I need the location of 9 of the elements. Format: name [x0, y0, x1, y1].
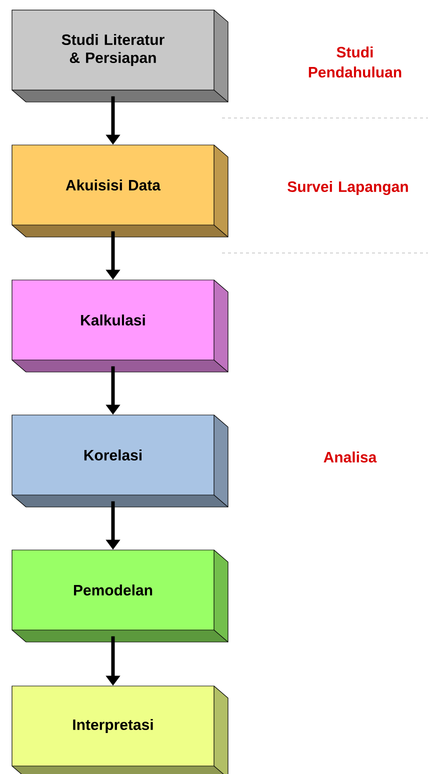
- stage-label: Survei Lapangan: [288, 180, 408, 196]
- process-box: Interpretasi: [12, 686, 228, 774]
- process-box: Korelasi: [12, 414, 228, 508]
- stage-label: Studi Pendahuluan: [308, 46, 402, 78]
- process-box: Studi Literatur & Persiapan: [12, 10, 228, 102]
- process-box: Kalkulasi: [12, 280, 228, 372]
- process-box: Pemodelan: [12, 550, 228, 642]
- stage-label: Analisa: [324, 452, 377, 462]
- process-box: Akuisisi Data: [12, 144, 228, 238]
